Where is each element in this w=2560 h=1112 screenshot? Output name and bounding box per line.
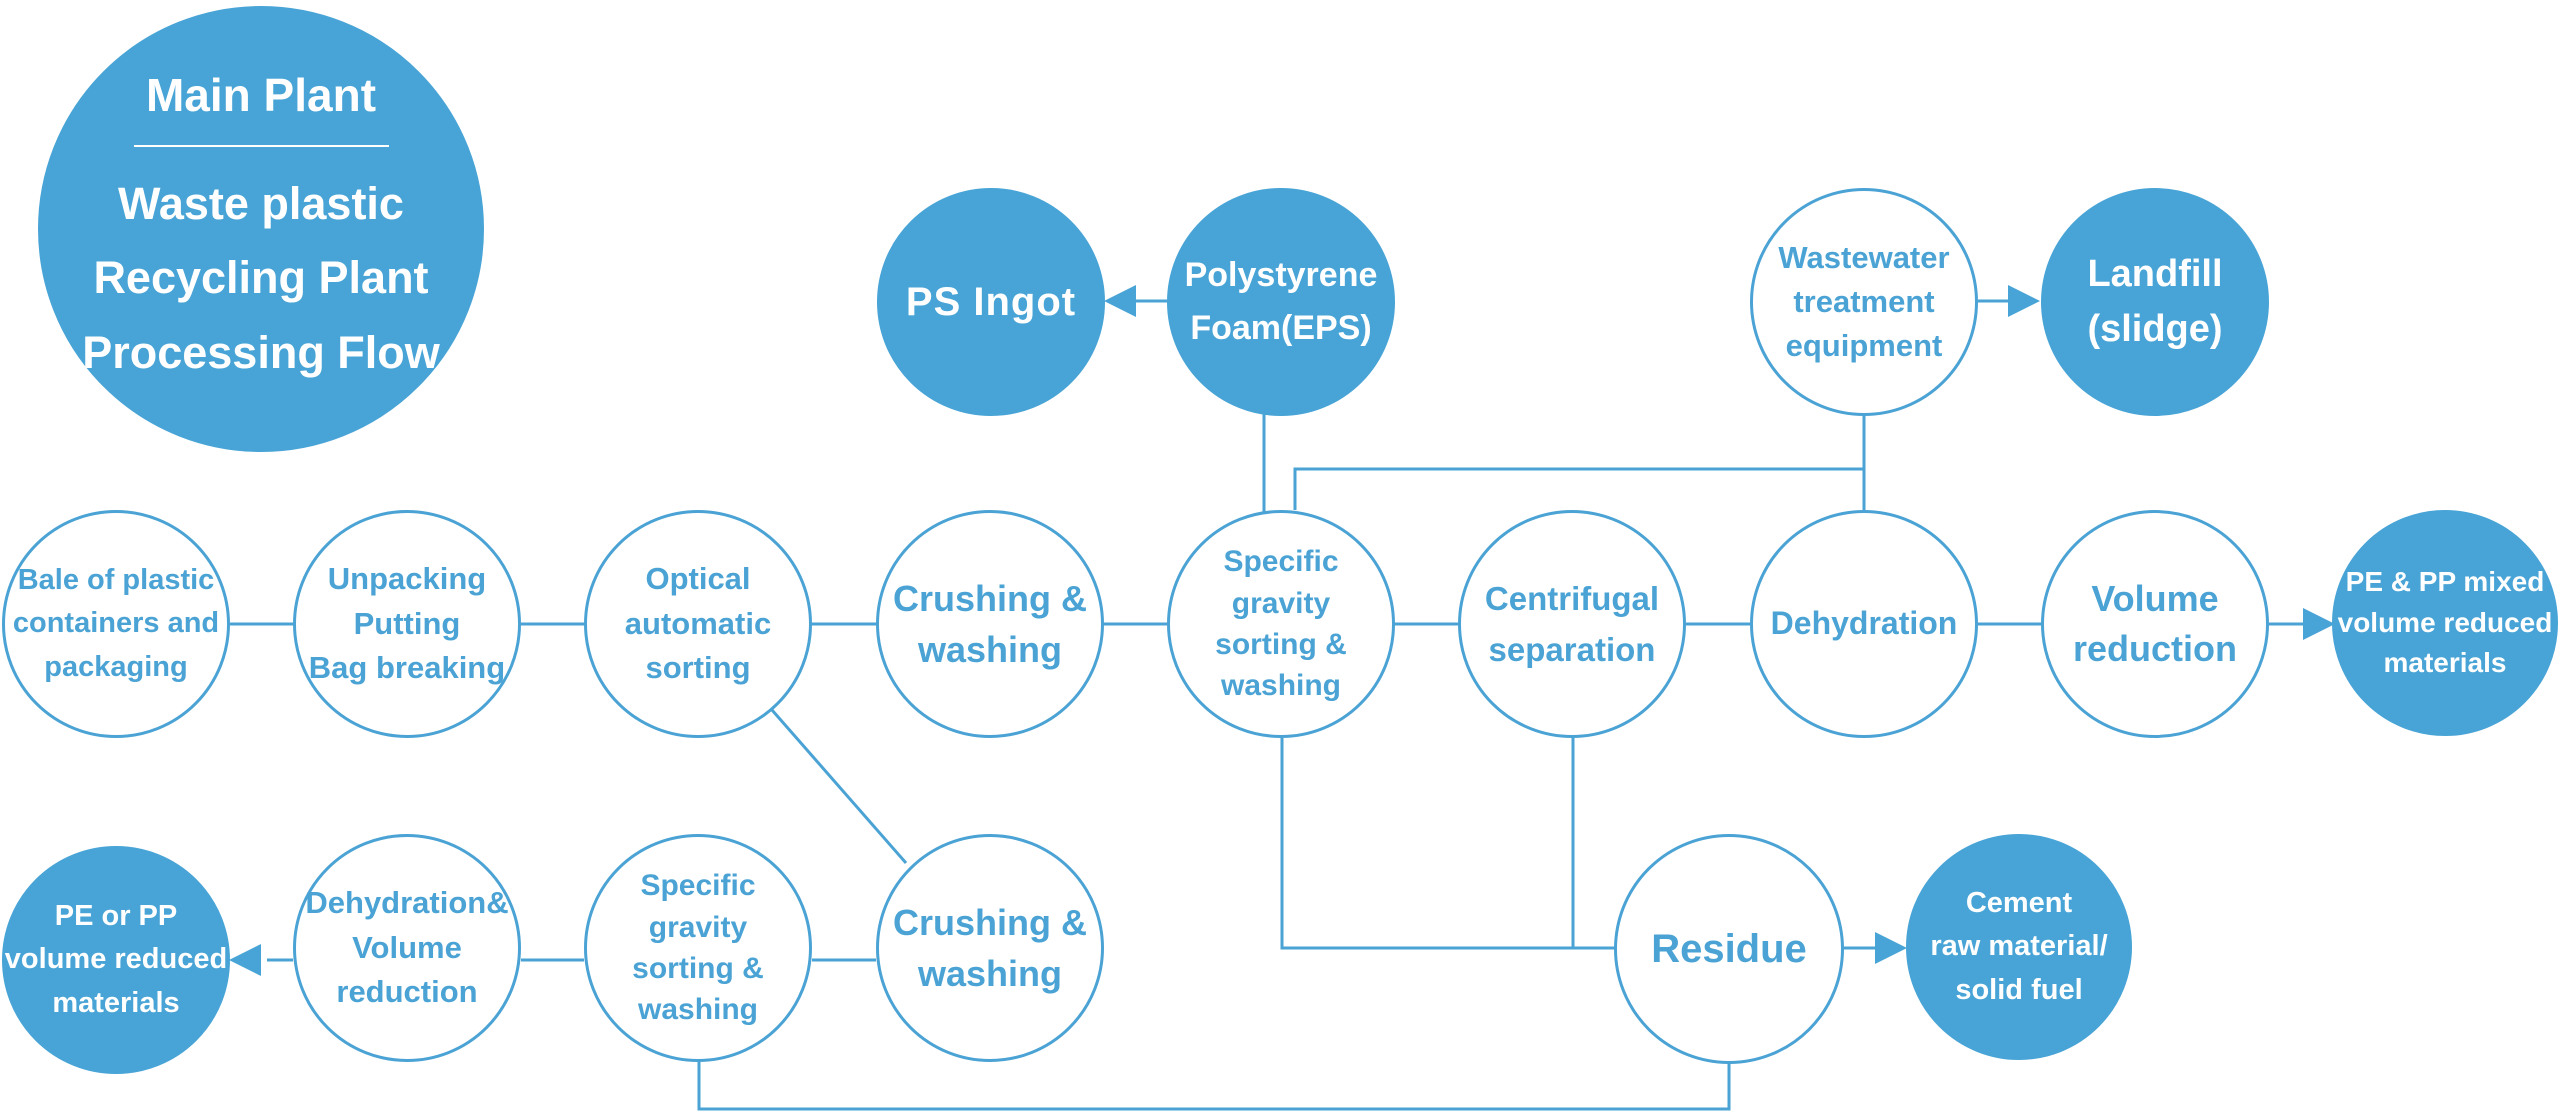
node-sg-top-line-3: sorting & <box>1215 628 1347 661</box>
node-sg-bottom-line-3: sorting & <box>632 952 764 985</box>
arrowhead-landfill <box>2008 285 2040 317</box>
node-unpacking-line-1: Unpacking <box>327 560 487 596</box>
title-main: Main Plant <box>145 69 377 122</box>
node-wastewater-line-3: equipment <box>1785 328 1943 363</box>
node-crushing-bottom-line-2: washing <box>917 953 1063 994</box>
node-residue: Residue <box>1614 834 1844 1064</box>
node-dehydration: Dehydration <box>1750 510 1978 738</box>
node-cement: Cement raw material/ solid fuel <box>1906 834 2132 1060</box>
node-dehyd-volume-line-3: reduction <box>336 974 478 1010</box>
node-bale: Bale of plastic containers and packaging <box>2 510 230 738</box>
node-landfill: Landfill (slidge) <box>2041 188 2269 416</box>
node-dehyd-volume-line-2: Volume <box>352 929 462 965</box>
node-centrifugal: Centrifugal separation <box>1458 510 1686 738</box>
connector-sg-residue <box>1280 738 1616 950</box>
node-eps-line-2: Foam(EPS) <box>1190 309 1372 347</box>
node-sg-top: Specific gravity sorting & washing <box>1167 510 1395 738</box>
node-sg-bottom-line-2: gravity <box>648 910 748 944</box>
title-divider <box>133 145 389 148</box>
node-cement-line-2: raw material/ <box>1930 930 2108 963</box>
node-centrifugal-line-2: separation <box>1488 631 1656 668</box>
node-unpacking-line-3: Bag breaking <box>308 650 506 686</box>
title-line-2: Recycling Plant <box>93 252 429 304</box>
node-pe-pp-mixed-line-3: materials <box>2383 647 2507 679</box>
node-eps: Polystyrene Foam(EPS) <box>1167 188 1395 416</box>
node-volume-reduction-line-1: Volume <box>2091 577 2219 619</box>
node-pe-pp-mixed-line-1: PE & PP mixed <box>2345 566 2545 598</box>
node-ps-ingot: PS Ingot <box>877 188 1105 416</box>
node-eps-line-1: Polystyrene <box>1184 256 1378 295</box>
node-cement-line-1: Cement <box>1965 886 2073 919</box>
connector-optical-crushing-bottom <box>770 709 908 864</box>
node-pe-pp-mixed: PE & PP mixed volume reduced materials <box>2332 510 2558 736</box>
node-pe-or-pp: PE or PP volume reduced materials <box>2 846 230 1074</box>
node-crushing-bottom: Crushing & washing <box>876 834 1104 1062</box>
node-crushing-top: Crushing & washing <box>876 510 1104 738</box>
connector-sg-bottom-residue <box>697 1058 1731 1111</box>
node-sg-top-line-2: gravity <box>1231 586 1331 620</box>
node-wastewater-line-2: treatment <box>1793 283 1935 319</box>
node-unpacking: Unpacking Putting Bag breaking <box>293 510 521 738</box>
node-optical-line-1: Optical <box>645 560 751 596</box>
node-wastewater: Wastewater treatment equipment <box>1750 188 1978 416</box>
node-crushing-top-line-2: washing <box>917 629 1063 670</box>
node-sg-bottom: Specific gravity sorting & washing <box>584 834 812 1062</box>
node-unpacking-line-2: Putting <box>353 605 461 641</box>
connector-sg-wastewater <box>1293 467 1864 510</box>
node-optical-line-3: sorting <box>645 650 751 686</box>
node-wastewater-line-1: Wastewater <box>1778 239 1950 275</box>
title-line-1: Waste plastic <box>118 178 404 230</box>
node-ps-ingot-label: PS Ingot <box>905 280 1077 324</box>
node-sg-bottom-line-1: Specific <box>640 869 756 903</box>
arrowhead-cement <box>1875 932 1907 964</box>
arrowhead-mixed <box>2303 608 2335 640</box>
title-circle: Main Plant Waste plastic Recycling Plant… <box>38 6 484 452</box>
node-bale-line-3: packaging <box>44 650 188 683</box>
node-landfill-line-2: (slidge) <box>2087 308 2223 350</box>
node-dehydration-label: Dehydration <box>1770 605 1958 642</box>
arrowhead-pe-or-pp <box>229 944 261 976</box>
node-cement-line-3: solid fuel <box>1955 973 2083 1006</box>
node-volume-reduction: Volume reduction <box>2041 510 2269 738</box>
node-bale-line-2: containers and <box>12 607 220 640</box>
node-sg-top-line-4: washing <box>1220 669 1341 703</box>
arrowhead-ps-ingot <box>1104 285 1136 317</box>
node-landfill-line-1: Landfill <box>2087 252 2223 295</box>
node-sg-bottom-line-4: washing <box>637 993 758 1027</box>
node-optical-line-2: automatic <box>624 605 772 641</box>
node-bale-line-1: Bale of plastic <box>17 563 215 596</box>
node-centrifugal-line-1: Centrifugal <box>1484 579 1660 617</box>
node-pe-pp-mixed-line-2: volume reduced <box>2337 606 2553 638</box>
node-pe-or-pp-line-3: materials <box>52 986 180 1019</box>
node-crushing-top-line-1: Crushing & <box>893 577 1087 619</box>
node-dehyd-volume-line-1: Dehydration& <box>305 884 509 920</box>
node-dehyd-volume: Dehydration& Volume reduction <box>293 834 521 1062</box>
node-crushing-bottom-line-1: Crushing & <box>893 901 1087 943</box>
node-pe-or-pp-line-2: volume reduced <box>4 943 228 976</box>
node-residue-label: Residue <box>1651 927 1807 971</box>
node-optical: Optical automatic sorting <box>584 510 812 738</box>
title-line-3: Processing Flow <box>82 326 440 378</box>
node-volume-reduction-line-2: reduction <box>2072 628 2237 669</box>
node-sg-top-line-1: Specific <box>1223 545 1339 579</box>
node-pe-or-pp-line-1: PE or PP <box>54 899 178 932</box>
